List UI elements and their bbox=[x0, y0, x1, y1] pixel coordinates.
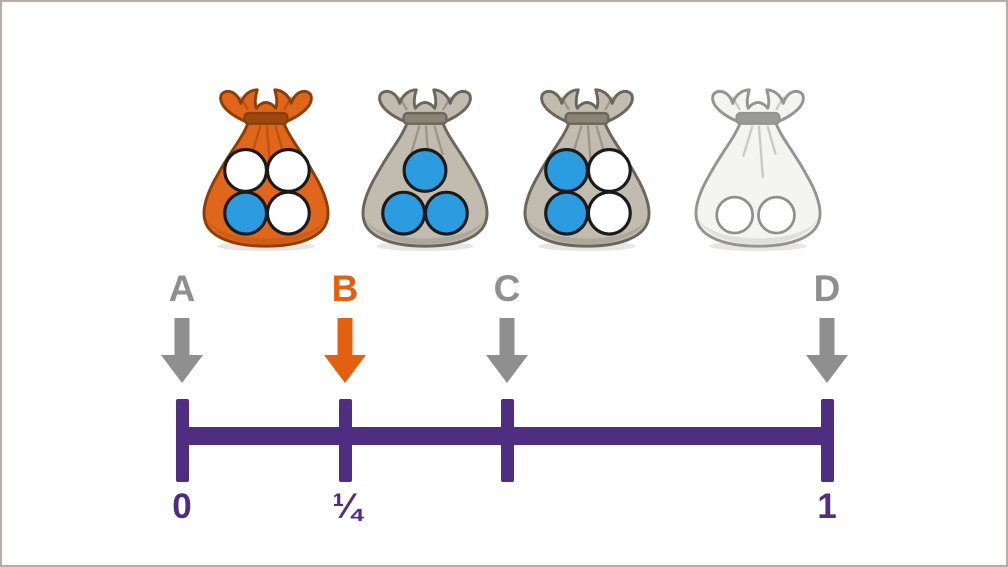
down-arrow-icon bbox=[486, 318, 528, 383]
money-bag-grey-2 bbox=[523, 88, 651, 252]
money-bag-orange bbox=[202, 88, 330, 252]
counter bbox=[586, 190, 632, 236]
bag-bottom-shade bbox=[525, 216, 649, 245]
counter bbox=[223, 190, 269, 236]
tick-one-quarter bbox=[339, 399, 352, 482]
counter bbox=[265, 190, 311, 236]
counters bbox=[715, 195, 796, 235]
bag-creases bbox=[731, 96, 785, 179]
counter bbox=[544, 147, 590, 193]
bag-creases bbox=[239, 96, 293, 179]
tick-1 bbox=[821, 399, 834, 482]
counters bbox=[381, 147, 469, 236]
bag-bottom-shade bbox=[363, 216, 487, 245]
marker-letter-a: A bbox=[168, 268, 196, 309]
tick-label-0: 0 bbox=[172, 487, 192, 526]
bag-tie bbox=[564, 111, 610, 125]
bag-tie bbox=[735, 111, 781, 125]
arrow-shape bbox=[161, 318, 203, 383]
down-arrow-icon bbox=[324, 318, 366, 383]
counters bbox=[223, 147, 311, 236]
counter bbox=[265, 147, 311, 193]
money-bag-grey-1 bbox=[361, 88, 489, 252]
tick-0 bbox=[176, 399, 189, 482]
counter bbox=[223, 147, 269, 193]
bag-knot bbox=[219, 88, 313, 125]
counter bbox=[402, 147, 448, 193]
money-bag-white bbox=[694, 88, 822, 252]
arrow-shape bbox=[324, 318, 366, 383]
arrow-shape bbox=[486, 318, 528, 383]
tick-label-one-quarter: ¼ bbox=[332, 487, 362, 526]
down-arrow-icon bbox=[806, 318, 848, 383]
counter bbox=[757, 195, 796, 235]
counter bbox=[544, 190, 590, 236]
marker-letter-d: D bbox=[813, 268, 841, 309]
marker-c: C bbox=[477, 270, 537, 384]
bag-bottom-shade bbox=[696, 216, 820, 245]
tick-unlabelled bbox=[501, 399, 514, 482]
marker-letter-c: C bbox=[493, 268, 521, 309]
arrow-shape bbox=[806, 318, 848, 383]
counter bbox=[586, 147, 632, 193]
bag-tie bbox=[243, 111, 289, 125]
counters bbox=[544, 147, 632, 236]
marker-letter-b: B bbox=[331, 268, 359, 309]
bag-creases bbox=[560, 96, 614, 179]
marker-a: A bbox=[152, 270, 212, 384]
bag-body bbox=[523, 120, 651, 248]
bag-tie bbox=[402, 111, 448, 125]
down-arrow-icon bbox=[161, 318, 203, 383]
bag-bottom-shade bbox=[204, 216, 328, 245]
bag-knot bbox=[378, 88, 472, 125]
bag-knot bbox=[540, 88, 634, 125]
counter bbox=[715, 195, 755, 235]
counter bbox=[423, 190, 469, 236]
bag-body bbox=[202, 120, 330, 248]
bag-knot bbox=[711, 88, 805, 125]
tick-label-1: 1 bbox=[817, 487, 837, 526]
bag-body bbox=[694, 120, 822, 248]
marker-d: D bbox=[797, 270, 857, 384]
counter bbox=[381, 190, 427, 236]
marker-b: B bbox=[315, 270, 375, 384]
